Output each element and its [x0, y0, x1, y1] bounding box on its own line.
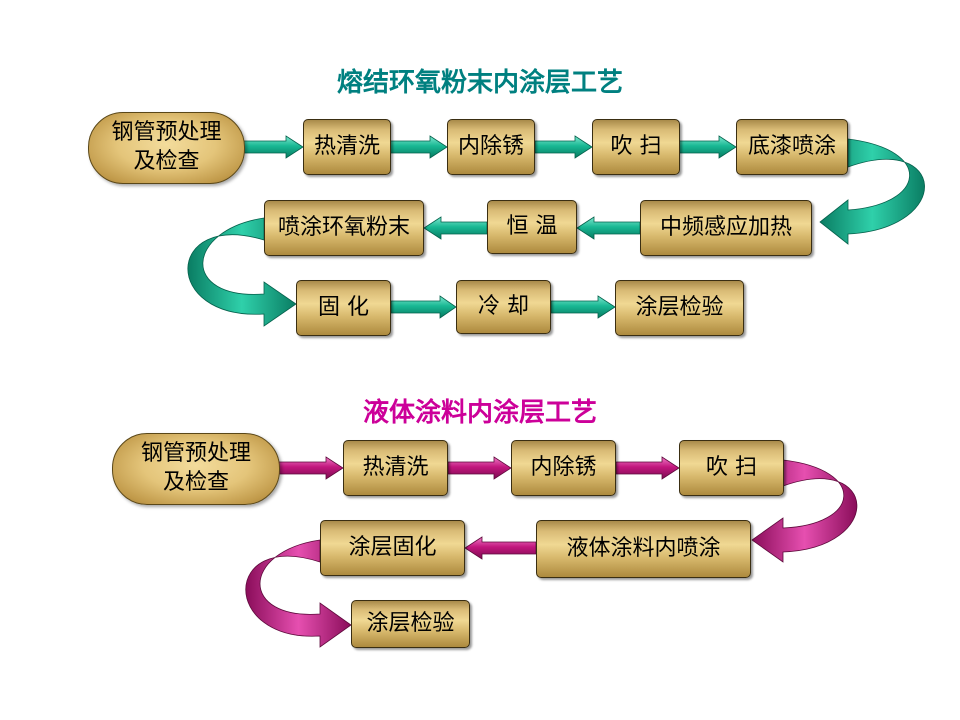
flow2-start-line2: 及检查	[162, 470, 229, 495]
flow1-step-induction-heating: 中频感应加热	[640, 200, 812, 256]
flow2-title: 液体涂料内涂层工艺	[362, 398, 597, 428]
flow1-step-derust: 内除锈	[447, 119, 535, 175]
arrow-cool-to-inspect	[550, 295, 616, 319]
flow1-start-line1: 钢管预处理	[111, 120, 222, 146]
flow2-start-line1: 钢管预处理	[140, 441, 251, 467]
flow1-step-cool: 冷 却	[456, 280, 551, 334]
flow1-step-blow: 吹 扫	[592, 119, 680, 175]
arrow-cure-to-cool	[390, 295, 457, 319]
flow1-step-epoxy-powder-spray: 喷涂环氧粉末	[264, 200, 424, 256]
arrow-hot-wash-to-derust	[389, 135, 448, 159]
arrow2-derust-to-blow	[615, 456, 680, 480]
flow1-step-hot-wash: 热清洗	[303, 119, 391, 175]
arrow-derust-to-blow	[534, 135, 593, 159]
flow1-title: 熔结环氧粉末内涂层工艺	[336, 68, 623, 98]
arrow2-uturn-left	[245, 539, 352, 648]
flow2-step-hot-wash: 热清洗	[343, 440, 448, 496]
arrow2-spray-to-cure	[464, 536, 537, 560]
flow1-step-constant-temp: 恒 温	[487, 200, 577, 254]
flow1-step-cure: 固 化	[296, 280, 391, 336]
flow2-step-coating-cure: 涂层固化	[320, 520, 465, 576]
arrow-blow-to-primer	[678, 135, 737, 159]
flow2-step-liquid-spray: 液体涂料内喷涂	[536, 520, 751, 578]
flow1-start-node: 钢管预处理 及检查	[88, 112, 245, 184]
flow2-step-blow: 吹 扫	[679, 440, 784, 496]
flow1-step-primer-spray: 底漆喷涂	[736, 119, 848, 175]
arrow-heating-to-constant-temp	[576, 216, 641, 240]
flow1-step-coating-inspection: 涂层检验	[615, 280, 744, 336]
flow2-start-node: 钢管预处理 及检查	[112, 433, 280, 505]
arrow-uturn-left-1	[187, 217, 297, 327]
arrow2-hot-wash-to-derust	[447, 456, 512, 480]
flow2-step-coating-inspection: 涂层检验	[351, 600, 470, 648]
arrow-constant-temp-to-powder	[423, 216, 488, 240]
arrow-uturn-right-1	[819, 138, 925, 245]
flow2-step-derust: 内除锈	[511, 440, 616, 496]
arrow-start-to-hot-wash	[243, 135, 304, 159]
arrow2-uturn-right	[751, 459, 858, 563]
arrow2-start-to-hot-wash	[278, 456, 344, 480]
flow1-start-line2: 及检查	[133, 149, 200, 174]
